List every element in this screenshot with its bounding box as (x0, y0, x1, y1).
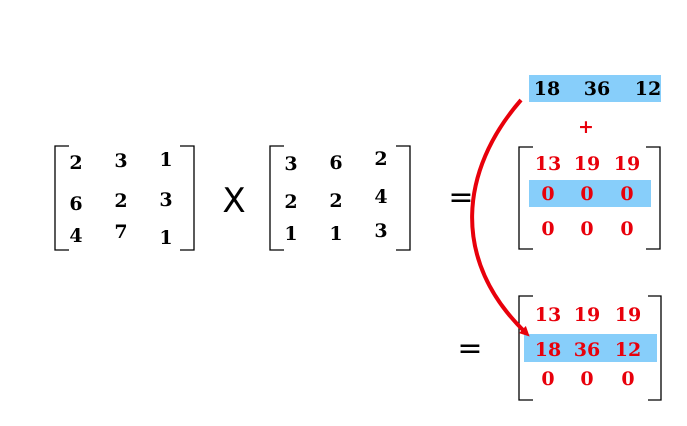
top-row-cell-3: 12 (635, 78, 661, 100)
matrix-a-right-bracket (180, 145, 195, 251)
matrix-b-cell-r3c1: 1 (284, 223, 297, 245)
matrix-a-cell-r3c1: 4 (69, 225, 82, 247)
matrix-d-right-bracket (648, 295, 662, 401)
matrix-a-cell-r1c3: 1 (159, 149, 172, 171)
matrix-a-cell-r2c2: 2 (114, 190, 127, 212)
matrix-d-cell-r1c3: 19 (615, 304, 641, 326)
matrix-c-left-bracket (518, 146, 533, 250)
matrix-b-cell-r1c3: 2 (374, 148, 387, 170)
equals-sign-first: = (448, 180, 473, 215)
matrix-b-cell-r3c3: 3 (374, 220, 387, 242)
matrix-d-left-bracket (518, 295, 533, 401)
matrix-d-cell-r2c2: 36 (574, 339, 600, 361)
matrix-b-brackets (269, 145, 411, 251)
matrix-d-cell-r1c2: 19 (574, 304, 600, 326)
matrix-b-cell-r3c2: 1 (329, 223, 342, 245)
matrix-c-cell-r3c1: 0 (541, 218, 554, 240)
top-row-cell-1: 18 (534, 78, 560, 100)
plus-sign: + (578, 116, 594, 138)
matrix-d-cell-r3c2: 0 (580, 368, 593, 390)
top-row-cell-2: 36 (584, 78, 610, 100)
matrix-d-brackets (518, 295, 662, 401)
top-row-highlight (529, 75, 661, 102)
matrix-d-cell-r1c1: 13 (535, 304, 561, 326)
matrix-b-cell-r2c2: 2 (329, 190, 342, 212)
matrix-b-cell-r2c1: 2 (284, 191, 297, 213)
matrix-c-cell-r2c2: 0 (580, 183, 593, 205)
matrix-d-cell-r2c3: 12 (615, 339, 641, 361)
matrix-a-cell-r3c3: 1 (159, 227, 172, 249)
matrix-b-cell-r1c2: 6 (329, 152, 342, 174)
matrix-c-row2-highlight (529, 180, 651, 207)
matrix-c-brackets (518, 146, 661, 250)
matrix-b-cell-r2c3: 4 (374, 186, 387, 208)
matrix-a-cell-r1c1: 2 (69, 152, 82, 174)
matrix-c-cell-r3c3: 0 (620, 218, 633, 240)
matrix-c-right-bracket (646, 146, 661, 250)
matrix-c-cell-r1c1: 13 (535, 153, 561, 175)
multiply-sign: X (222, 181, 245, 221)
matrix-b-right-bracket (396, 145, 411, 251)
matrix-c-cell-r2c3: 0 (620, 183, 633, 205)
red-curved-arrow (470, 98, 530, 337)
matrix-d-cell-r2c1: 18 (535, 339, 561, 361)
matrix-c-cell-r3c2: 0 (580, 218, 593, 240)
matrix-a-cell-r3c2: 7 (114, 221, 127, 243)
matrix-b-cell-r1c1: 3 (284, 153, 297, 175)
matrix-b-left-bracket (269, 145, 284, 251)
matrix-c-cell-r1c2: 19 (574, 153, 600, 175)
matrix-d-cell-r3c1: 0 (541, 368, 554, 390)
matrix-c-cell-r2c1: 0 (541, 183, 554, 205)
matrix-a-cell-r1c2: 3 (114, 150, 127, 172)
matrix-a-cell-r2c1: 6 (69, 193, 82, 215)
matrix-a-brackets (54, 145, 195, 251)
matrix-d-row2-highlight (524, 334, 657, 362)
matrix-a-cell-r2c3: 3 (159, 189, 172, 211)
matrix-c-cell-r1c3: 19 (614, 153, 640, 175)
equals-sign-second: = (457, 331, 482, 366)
matrix-d-cell-r3c3: 0 (621, 368, 634, 390)
matrix-a-left-bracket (54, 145, 69, 251)
